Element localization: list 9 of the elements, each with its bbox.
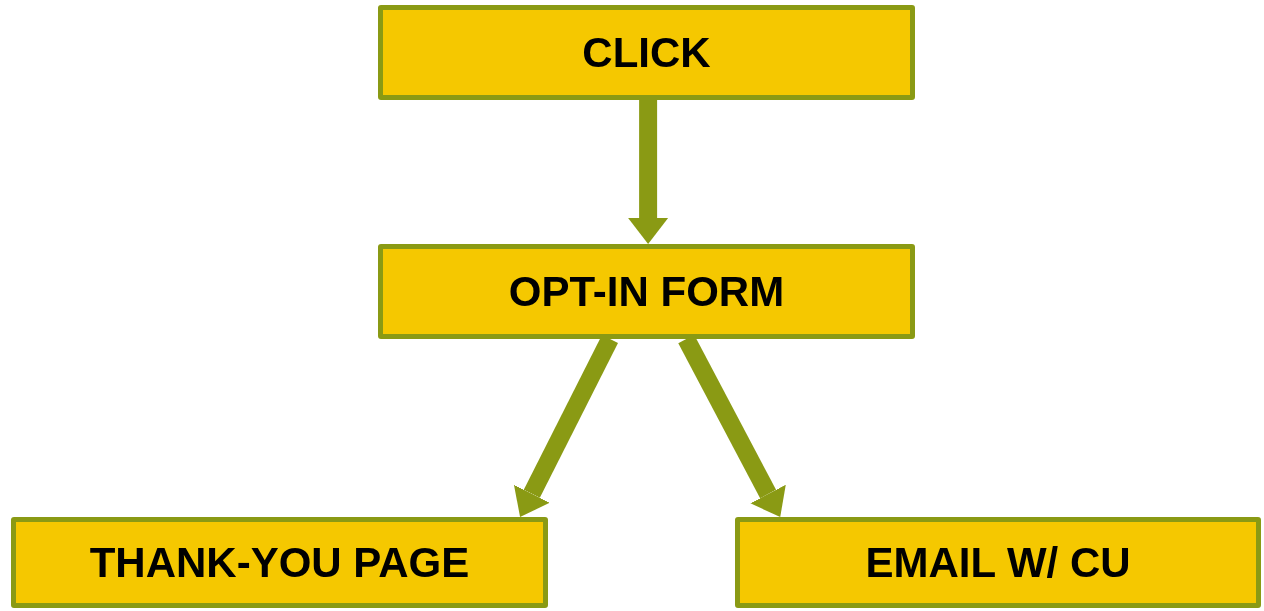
process-box [378,244,915,339]
process-box [378,5,915,100]
process-box [735,517,1261,608]
box-label: EMAIL W/ CU [865,538,1131,587]
box-label: THANK-YOU PAGE [89,538,470,587]
box-label: OPT-IN FORM [508,267,785,316]
process-box [11,517,548,608]
arrow [628,100,669,244]
box-label: CLICK [582,28,711,77]
